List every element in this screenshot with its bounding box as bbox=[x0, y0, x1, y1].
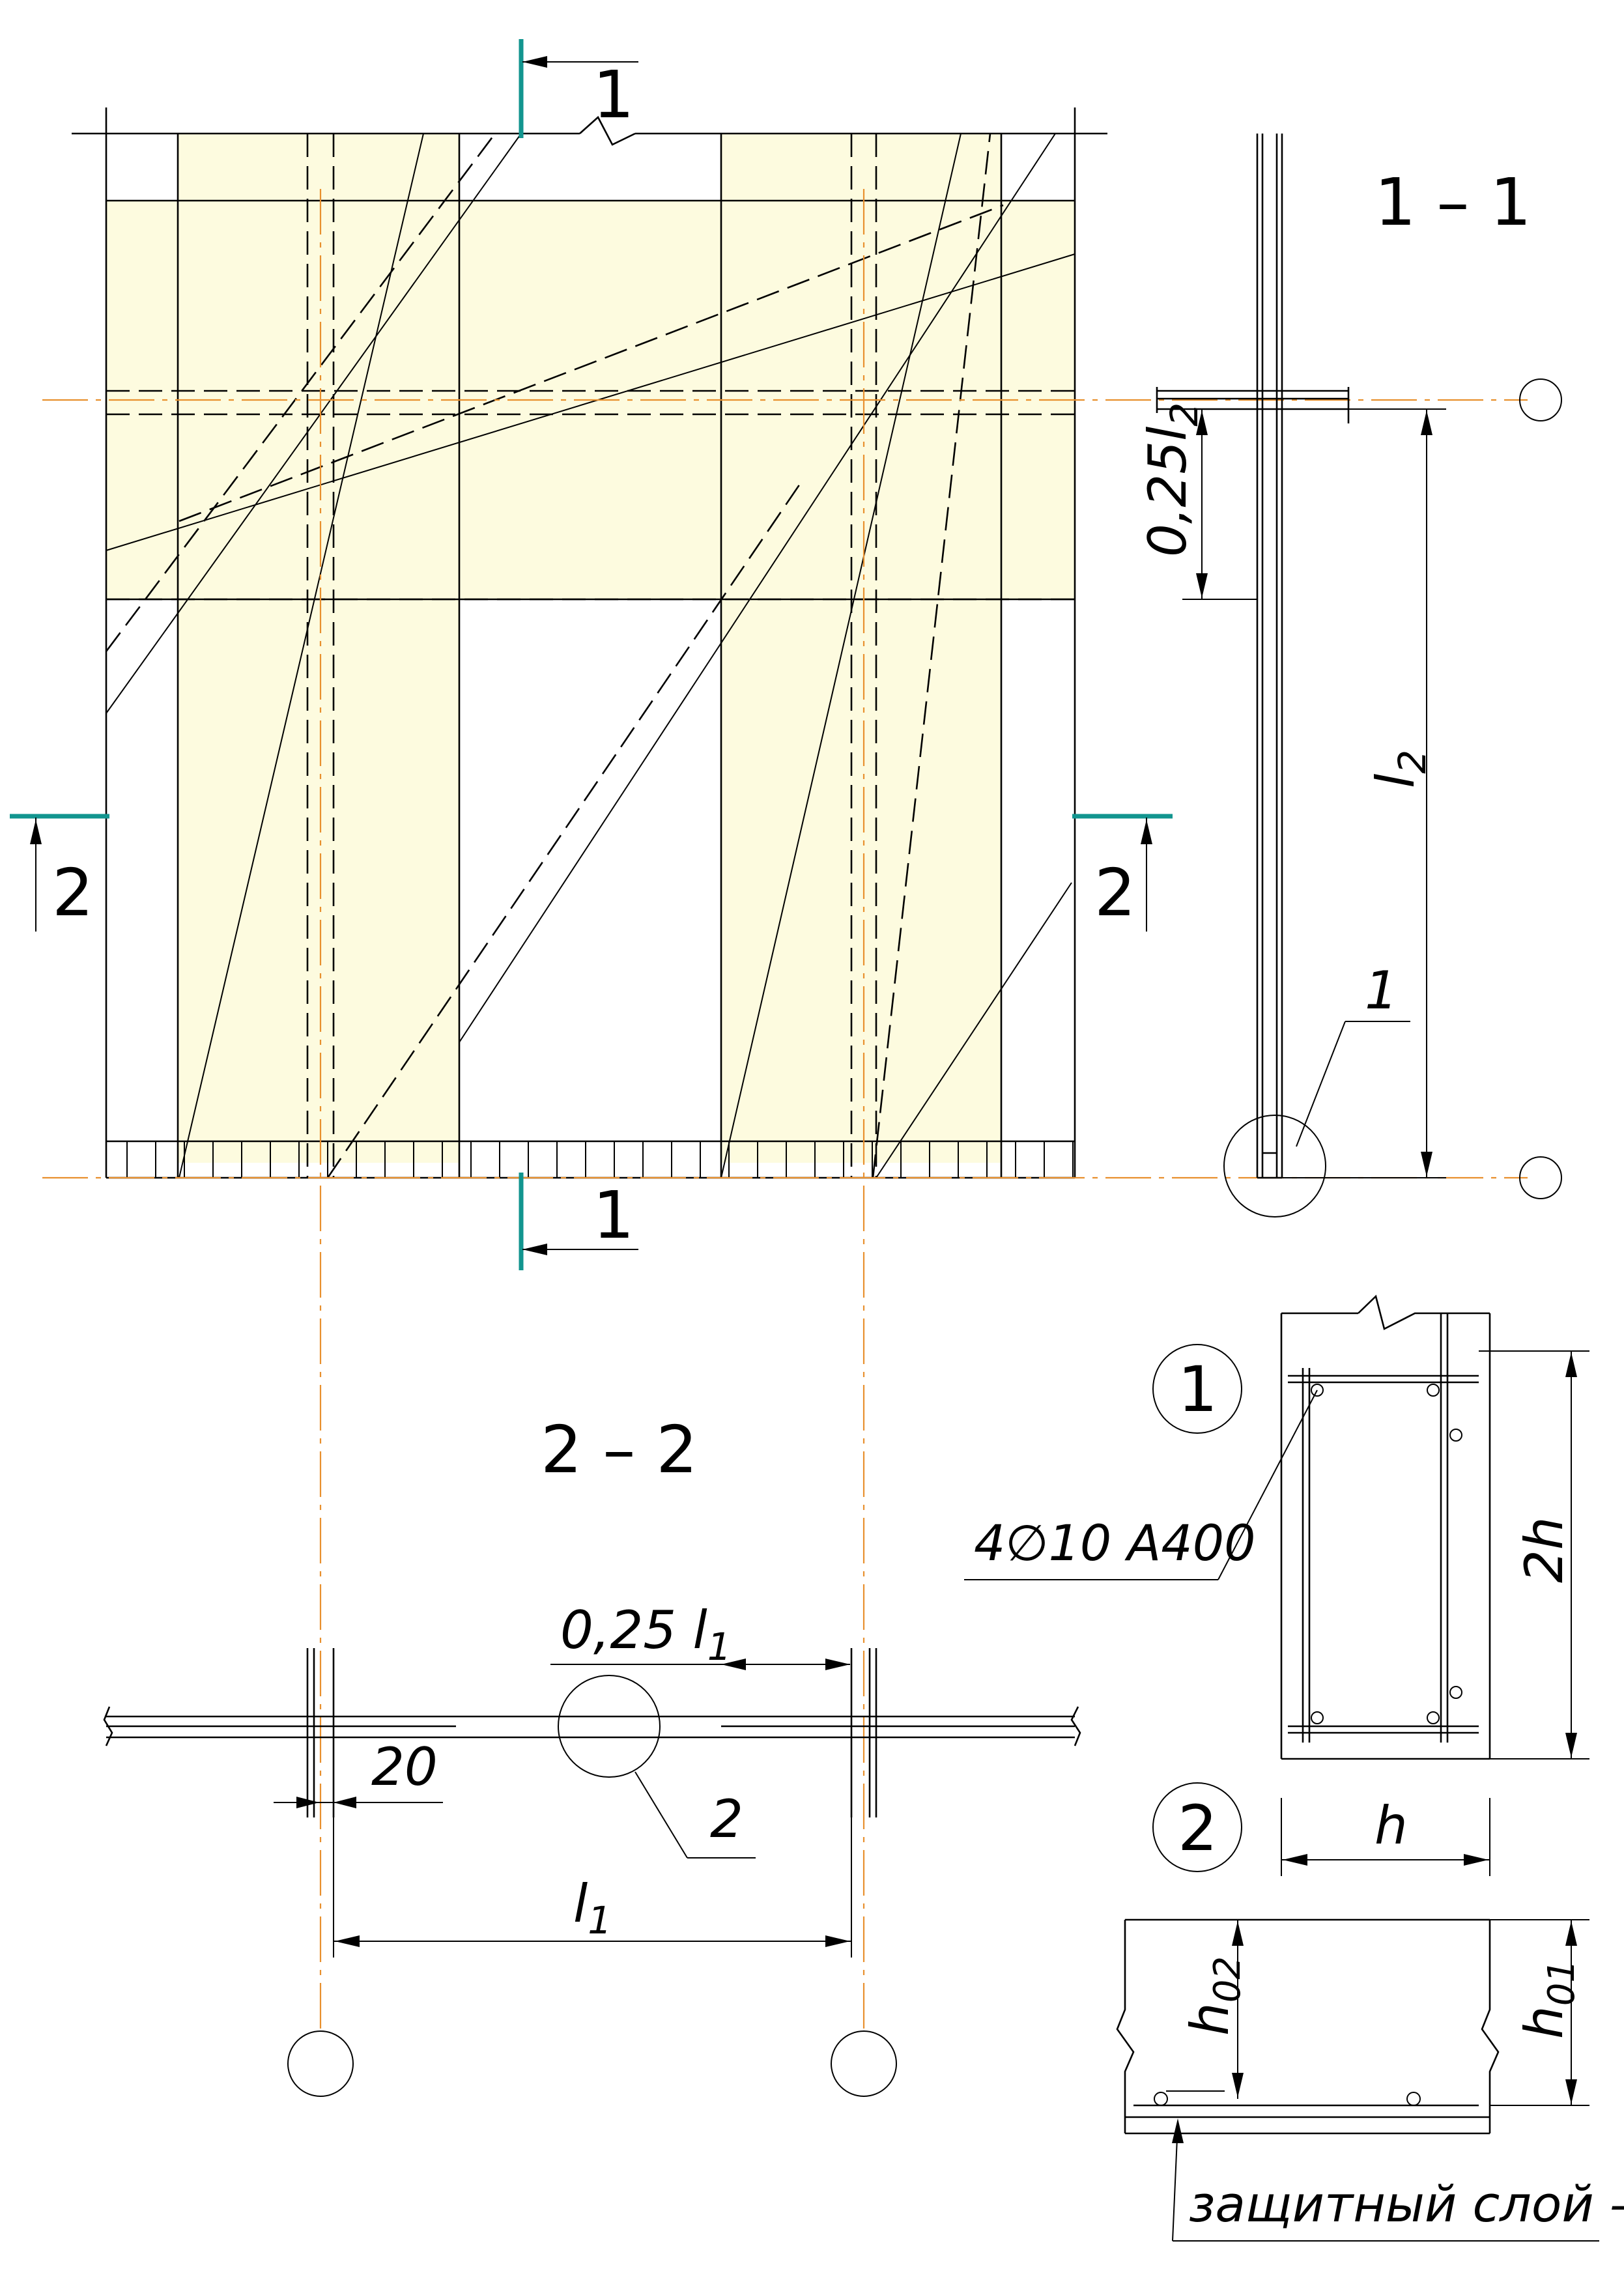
crack-line bbox=[106, 133, 522, 714]
arrowhead bbox=[1141, 819, 1152, 844]
arrowhead bbox=[825, 1935, 850, 1947]
detail-2: 2 h02 h01 защитный слой – 20 bbox=[1116, 1782, 1624, 2242]
arrowhead bbox=[1283, 1854, 1307, 1866]
dim-label-025l1: 0,25 l1 bbox=[560, 1600, 732, 1669]
arrowhead bbox=[1196, 410, 1208, 435]
arrowhead bbox=[30, 819, 42, 844]
dim-label-025l2: 0,25l2 bbox=[1137, 403, 1206, 557]
rebar-dot bbox=[1427, 1384, 1440, 1397]
leader-1 bbox=[1296, 1021, 1346, 1147]
cover-label: защитный слой – 20 bbox=[1189, 2175, 1624, 2233]
section-label-1-top: 1 bbox=[593, 57, 634, 133]
section-label-1-bottom: 1 bbox=[593, 1177, 634, 1253]
break-mark-top bbox=[579, 115, 636, 146]
arrowhead bbox=[1565, 1733, 1577, 1758]
break-right bbox=[1481, 1920, 1500, 2133]
arrowhead bbox=[1232, 2073, 1244, 2098]
dim-label-h02: h02 bbox=[1180, 1956, 1249, 2036]
rebar-dot bbox=[1449, 1686, 1462, 1699]
slab-fill-column-left bbox=[178, 134, 459, 1163]
arrowhead bbox=[1565, 2079, 1577, 2104]
section-title-1-1: 1 – 1 bbox=[1375, 164, 1531, 240]
arrowhead bbox=[1565, 1921, 1577, 1946]
break-left bbox=[1116, 1920, 1135, 2133]
rebar-dot bbox=[1311, 1711, 1324, 1724]
rebar-dot bbox=[1311, 1384, 1324, 1397]
crack-hidden bbox=[105, 133, 496, 652]
break-right bbox=[1070, 1706, 1081, 1746]
slab-fill-column-right bbox=[721, 134, 1001, 1163]
crack-hidden bbox=[326, 481, 803, 1178]
callout-label-2: 2 bbox=[710, 1789, 743, 1849]
arrowhead bbox=[1464, 1854, 1489, 1866]
arrowhead bbox=[522, 1244, 547, 1255]
dim-label-h: h bbox=[1375, 1795, 1408, 1856]
dim-label-h01: h01 bbox=[1514, 1959, 1583, 2039]
dim-label-l2: l2 bbox=[1365, 750, 1434, 788]
arrowhead bbox=[1421, 1152, 1432, 1176]
crack-line bbox=[178, 133, 424, 1178]
detail-circle-1 bbox=[1223, 1115, 1326, 1218]
crack-line bbox=[106, 253, 1076, 551]
crack-line bbox=[459, 133, 1056, 1043]
detail-bubble-1 bbox=[1152, 1344, 1242, 1434]
axis-bubble bbox=[1519, 378, 1562, 421]
section-label-2-right: 2 bbox=[1094, 855, 1136, 931]
detail-circle-2 bbox=[558, 1675, 661, 1778]
detail-number-1: 1 bbox=[1178, 1353, 1218, 1426]
section-1-1: 1 – 1 0,25l2 l2 bbox=[1137, 134, 1562, 1218]
axis-bubble bbox=[287, 2030, 354, 2097]
arrowhead bbox=[825, 1659, 850, 1670]
arrowhead bbox=[335, 1935, 360, 1947]
crack-hidden bbox=[178, 204, 1004, 522]
plan-view: 1 1 2 2 bbox=[10, 39, 1528, 2032]
leader-rebar bbox=[1218, 1389, 1318, 1580]
rebar-dot bbox=[1154, 2092, 1168, 2106]
edge-hatching bbox=[126, 1141, 1074, 1178]
rebar-dot bbox=[1406, 2092, 1421, 2106]
callout-label-1: 1 bbox=[1365, 960, 1398, 1021]
crack-line bbox=[876, 882, 1072, 1178]
section-label-2-left: 2 bbox=[52, 855, 94, 931]
detail-1: 1 4∅10 A400 2h bbox=[964, 1294, 1589, 1876]
arrowhead bbox=[721, 1659, 746, 1670]
arrowhead bbox=[522, 56, 547, 68]
crack-hidden bbox=[872, 133, 991, 1178]
arrowhead bbox=[1172, 2118, 1184, 2143]
dim-label-2h: 2h bbox=[1514, 1517, 1574, 1583]
arrowhead bbox=[296, 1797, 319, 1808]
detail-number-2: 2 bbox=[1178, 1792, 1218, 1865]
section-title-2-2: 2 – 2 bbox=[541, 1412, 698, 1488]
arrowhead bbox=[1196, 573, 1208, 598]
detail-bubble-2 bbox=[1152, 1782, 1242, 1872]
arrowhead bbox=[334, 1797, 356, 1808]
crack-line bbox=[720, 133, 962, 1178]
axis-bubble bbox=[831, 2030, 897, 2097]
arrowhead bbox=[1565, 1352, 1577, 1377]
rebar-dot bbox=[1427, 1711, 1440, 1724]
dim-label-20: 20 bbox=[371, 1737, 438, 1797]
leader-2 bbox=[634, 1771, 688, 1859]
axis-bubble bbox=[1519, 1156, 1562, 1199]
arrowhead bbox=[1232, 1921, 1244, 1946]
dim-label-l1: l1 bbox=[573, 1873, 612, 1943]
rebar-dot bbox=[1449, 1429, 1462, 1442]
arrowhead bbox=[1421, 410, 1432, 435]
break-mark bbox=[1358, 1294, 1490, 1330]
rebar-label: 4∅10 A400 bbox=[974, 1514, 1255, 1572]
break-left bbox=[103, 1706, 113, 1746]
section-2-2: 2 – 2 2 0,25 l1 20 bbox=[103, 1412, 1081, 2097]
